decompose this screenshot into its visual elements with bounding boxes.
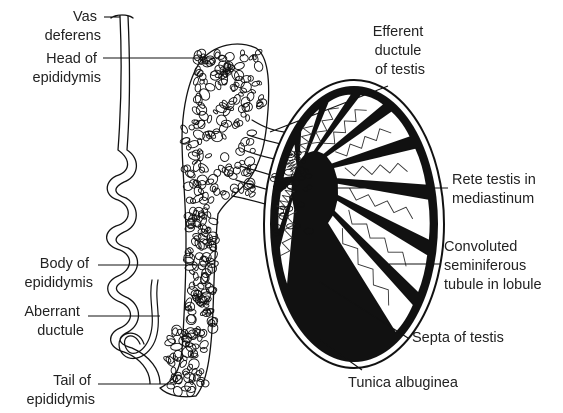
epididymal-coil — [239, 136, 251, 148]
epididymal-coil — [205, 153, 212, 159]
epididymal-coil — [193, 235, 200, 242]
epididymal-coil — [234, 61, 246, 70]
label-vas-deferens: Vas deferens — [45, 9, 101, 44]
epididymal-coil — [181, 367, 191, 376]
label-aberrant-ductule: Aberrant ductule — [24, 304, 84, 339]
label-convoluted-tubule: Convoluted seminiferous tubule in lobule — [444, 239, 542, 293]
epididymal-coil — [179, 124, 189, 135]
epididymal-coil — [238, 142, 245, 152]
epididymal-coil — [192, 94, 202, 104]
epididymal-coil — [243, 155, 256, 168]
epididymal-coil — [220, 190, 227, 196]
epididymal-coil — [198, 87, 212, 102]
label-rete-testis: Rete testis in mediastinum — [452, 172, 540, 207]
label-body-of-epididymis: Body of epididymis — [25, 256, 94, 291]
epididymal-coil — [188, 309, 196, 315]
label-septa-of-testis: Septa of testis — [412, 330, 504, 346]
epididymal-coil — [213, 109, 218, 114]
epididymal-coil — [191, 193, 204, 205]
epididymal-coil — [250, 89, 256, 94]
label-head-of-epididymis: Head of epididymis — [33, 51, 102, 86]
epididymal-coil — [233, 161, 242, 170]
epididymal-coil — [193, 272, 199, 281]
epididymal-coil — [204, 204, 210, 210]
epididymal-coil — [207, 115, 213, 124]
epididymal-coil — [171, 367, 176, 374]
epididymal-coil — [251, 80, 260, 87]
label-efferent-ductule: Efferent ductule of testis — [373, 24, 428, 78]
epididymal-coil — [200, 167, 205, 173]
epididymal-coil — [229, 83, 238, 91]
epididymal-coil — [186, 197, 193, 203]
epididymis-coils — [163, 48, 268, 398]
epididymis — [160, 44, 269, 398]
epididymal-coil — [245, 190, 249, 195]
epididymal-coil — [194, 103, 209, 118]
epididymal-coil — [198, 339, 210, 351]
epididymal-coil — [185, 144, 192, 151]
label-tail-of-epididymis: Tail of epididymis — [27, 373, 96, 408]
testis — [264, 80, 444, 368]
epididymal-coil — [220, 152, 229, 162]
epididymal-coil — [167, 352, 177, 365]
epididymal-coil — [189, 282, 196, 290]
epididymal-coil — [214, 169, 221, 176]
label-tunica-albuginea: Tunica albuginea — [348, 375, 459, 391]
